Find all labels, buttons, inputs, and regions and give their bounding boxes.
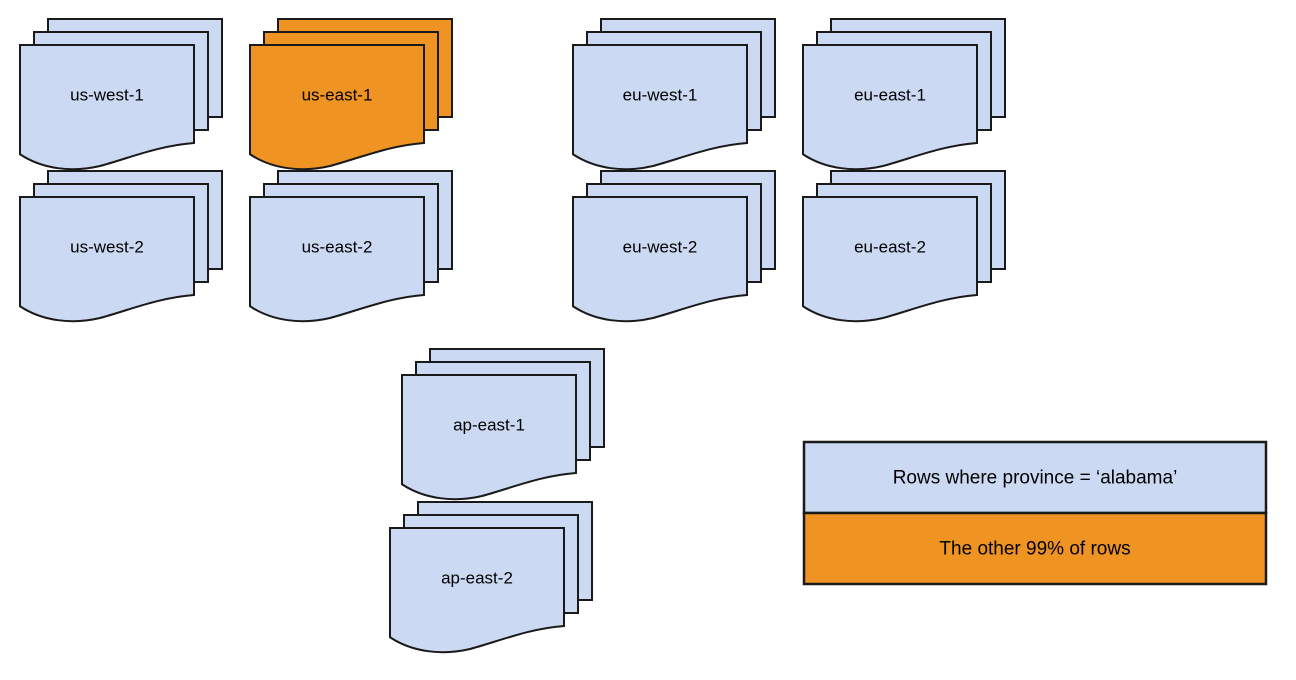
stack-label-ap-east-2: ap-east-2 [441, 568, 513, 587]
stack-label-us-west-1: us-west-1 [70, 85, 144, 104]
stack-label-ap-east-1: ap-east-1 [453, 415, 525, 434]
legend-entry-legend-blue: Rows where province = ‘alabama’ [802, 440, 1268, 515]
document-stack-eu-west-1[interactable]: eu-west-1 [572, 18, 776, 171]
stack-label-eu-east-1: eu-east-1 [854, 85, 926, 104]
stack-front-sheet [249, 44, 425, 171]
legend-entry-legend-orange: The other 99% of rows [802, 511, 1268, 586]
legend-swatch-blue [802, 440, 1268, 515]
stack-front-sheet [19, 196, 195, 323]
stack-label-eu-west-1: eu-west-1 [623, 85, 698, 104]
stack-front-sheet [802, 44, 978, 171]
document-stack-eu-east-1[interactable]: eu-east-1 [802, 18, 1006, 171]
stack-front-sheet [572, 196, 748, 323]
stack-front-sheet [802, 196, 978, 323]
document-stack-us-east-2[interactable]: us-east-2 [249, 170, 453, 323]
stack-front-sheet [389, 527, 565, 654]
legend-group: Rows where province = ‘alabama’ The other… [802, 440, 1268, 586]
document-stack-ap-east-1[interactable]: ap-east-1 [401, 348, 605, 501]
stack-label-eu-west-2: eu-west-2 [623, 237, 698, 256]
document-stack-us-east-1[interactable]: us-east-1 [249, 18, 453, 171]
legend-swatch-orange [802, 511, 1268, 586]
document-stack-eu-east-2[interactable]: eu-east-2 [802, 170, 1006, 323]
document-stack-us-west-2[interactable]: us-west-2 [19, 170, 223, 323]
stack-label-us-east-2: us-east-2 [302, 237, 373, 256]
document-stack-eu-west-2[interactable]: eu-west-2 [572, 170, 776, 323]
stack-label-us-east-1: us-east-1 [302, 85, 373, 104]
stack-label-eu-east-2: eu-east-2 [854, 237, 926, 256]
document-stack-ap-east-2[interactable]: ap-east-2 [389, 501, 593, 654]
document-stacks-group: us-west-1 us-east-1 eu-west-1 eu-east-1 us-w… [19, 18, 1006, 654]
stack-front-sheet [401, 374, 577, 501]
stack-front-sheet [572, 44, 748, 171]
legend-label-legend-blue: Rows where province = ‘alabama’ [893, 468, 1178, 489]
legend-label-legend-orange: The other 99% of rows [939, 539, 1130, 560]
stack-front-sheet [249, 196, 425, 323]
document-stack-us-west-1[interactable]: us-west-1 [19, 18, 223, 171]
stack-label-us-west-2: us-west-2 [70, 237, 144, 256]
stack-front-sheet [19, 44, 195, 171]
